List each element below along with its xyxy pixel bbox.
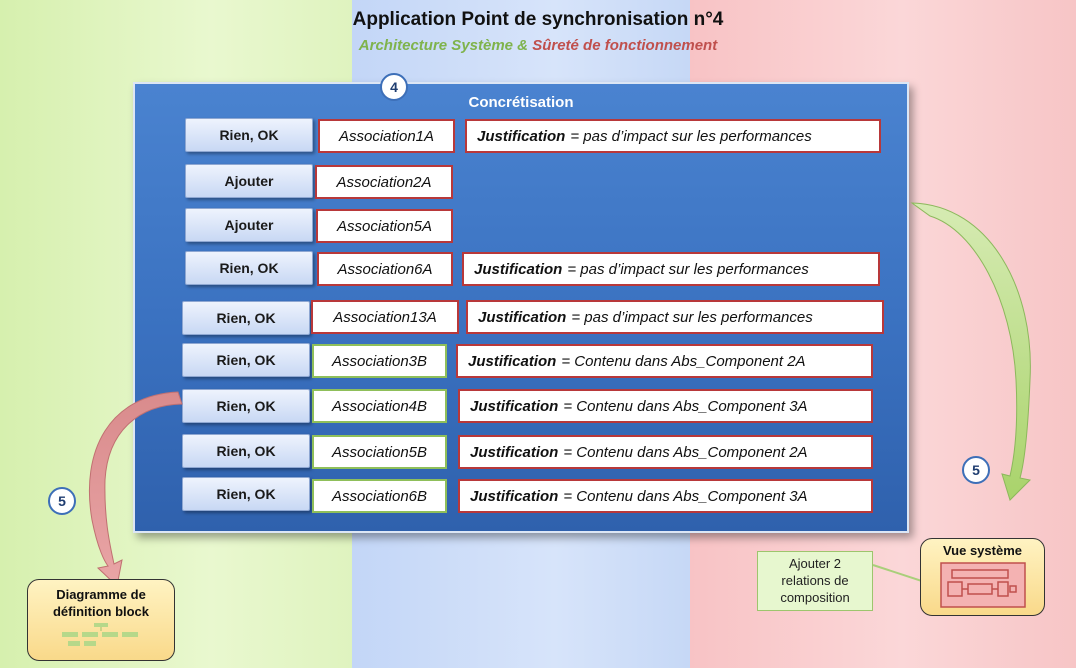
justification-box-row-8: Justification= Contenu dans Abs_Componen…	[458, 435, 873, 469]
step-5-badge-right: 5	[962, 456, 990, 484]
justification-text: = pas d’impact sur les performances	[571, 308, 813, 326]
association-box-row-6: Association3B	[312, 344, 447, 378]
vue-systeme-box[interactable]: Vue système	[920, 538, 1045, 616]
action-button-row-3[interactable]: Ajouter	[185, 208, 313, 242]
diagram-box-line-1: Diagramme de	[56, 587, 146, 602]
justification-box-row-9: Justification= Contenu dans Abs_Componen…	[458, 479, 873, 513]
left-curved-arrow	[88, 391, 183, 587]
association-box-row-4: Association6A	[317, 252, 453, 286]
association-box-row-1: Association1A	[318, 119, 455, 153]
action-button-row-8[interactable]: Rien, OK	[182, 434, 310, 468]
block-diagram-thumbnail-icon	[62, 623, 138, 646]
association-box-row-3: Association5A	[316, 209, 453, 243]
justification-label: Justification	[474, 260, 563, 278]
action-button-row-2[interactable]: Ajouter	[185, 164, 313, 198]
association-box-row-5: Association13A	[311, 300, 459, 334]
action-button-row-5[interactable]: Rien, OK	[182, 301, 310, 335]
note-line-1: Ajouter 2	[788, 556, 842, 571]
justification-text: = Contenu dans Abs_Component 2A	[563, 443, 808, 461]
justification-box-row-1: Justification= pas d’impact sur les perf…	[465, 119, 881, 153]
justification-box-row-6: Justification= Contenu dans Abs_Componen…	[456, 344, 873, 378]
subtitle-dependability: Sûreté de fonctionnement	[532, 37, 718, 54]
diagram-definition-block-box[interactable]: Diagramme de définition block	[27, 579, 175, 661]
justification-text: = Contenu dans Abs_Component 3A	[563, 397, 808, 415]
panel-title: Concrétisation	[468, 94, 574, 111]
justification-label: Justification	[470, 397, 559, 415]
justification-text: = pas d’impact sur les performances	[567, 260, 809, 278]
association-box-row-2: Association2A	[315, 165, 453, 199]
vue-box-title: Vue système	[942, 543, 1022, 558]
justification-text: = pas d’impact sur les performances	[570, 127, 812, 145]
page-subtitle: Architecture Système & Sûreté de fonctio…	[0, 37, 1076, 54]
justification-label: Justification	[470, 487, 559, 505]
action-button-row-7[interactable]: Rien, OK	[182, 389, 310, 423]
justification-label: Justification	[468, 352, 557, 370]
association-box-row-7: Association4B	[312, 389, 447, 423]
action-button-row-9[interactable]: Rien, OK	[182, 477, 310, 511]
subtitle-architecture: Architecture Système	[358, 37, 514, 54]
association-box-row-9: Association6B	[312, 479, 447, 513]
justification-text: = Contenu dans Abs_Component 3A	[563, 487, 808, 505]
action-button-row-6[interactable]: Rien, OK	[182, 343, 310, 377]
concretisation-panel: Concrétisation Rien, OK Association1A Ju…	[133, 82, 909, 533]
justification-box-row-5: Justification= pas d’impact sur les perf…	[466, 300, 884, 334]
composition-note: Ajouter 2 relations de composition	[757, 551, 873, 611]
right-curved-arrow	[910, 202, 1032, 501]
justification-label: Justification	[478, 308, 567, 326]
note-line-2: relations de	[781, 573, 849, 588]
justification-box-row-4: Justification= pas d’impact sur les perf…	[462, 252, 880, 286]
page-title: Application Point de synchronisation n°4	[352, 9, 724, 30]
subtitle-ampersand: &	[513, 37, 533, 54]
action-button-row-4[interactable]: Rien, OK	[185, 251, 313, 285]
action-button-row-1[interactable]: Rien, OK	[185, 118, 313, 152]
system-view-thumbnail-icon	[939, 562, 1026, 608]
step-5-badge-left: 5	[48, 487, 76, 515]
association-box-row-8: Association5B	[312, 435, 447, 469]
justification-text: = Contenu dans Abs_Component 2A	[561, 352, 806, 370]
justification-label: Justification	[477, 127, 566, 145]
diagram-box-line-2: définition block	[52, 604, 150, 619]
step-4-badge: 4	[380, 73, 408, 101]
note-line-3: composition	[780, 590, 850, 605]
justification-label: Justification	[470, 443, 559, 461]
justification-box-row-7: Justification= Contenu dans Abs_Componen…	[458, 389, 873, 423]
